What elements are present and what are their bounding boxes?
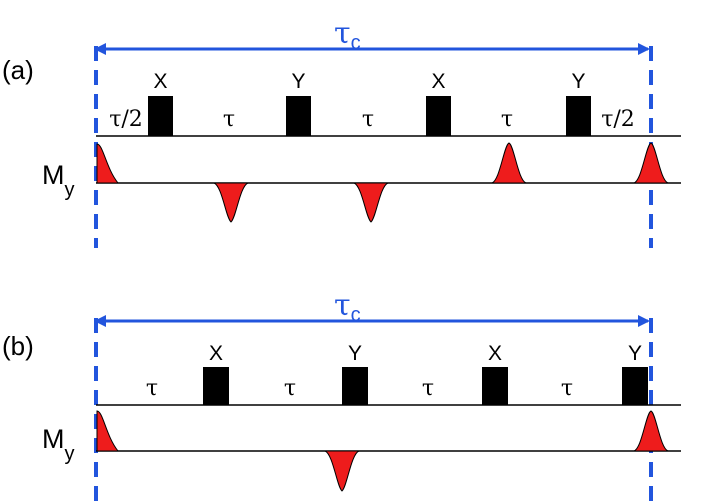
delay-label: τ bbox=[284, 376, 296, 401]
panel-a: (a) τc X Y X Y τ/2 τ τ τ τ/2 My bbox=[2, 16, 681, 248]
period-label-a: τc bbox=[334, 16, 361, 54]
pulse-label: Y bbox=[291, 70, 305, 93]
pulse-label: X bbox=[431, 70, 445, 93]
pulse-block bbox=[426, 96, 451, 136]
period-label-b: τc bbox=[334, 288, 361, 326]
delay-label: τ bbox=[146, 376, 158, 401]
panel-b: (b) τc X Y X Y τ τ τ τ My bbox=[2, 288, 681, 503]
delay-label: τ bbox=[501, 107, 513, 132]
pulse-block bbox=[148, 96, 173, 136]
pulse-label: Y bbox=[628, 342, 642, 365]
delay-label: τ/2 bbox=[601, 107, 635, 132]
echo-peak-up bbox=[491, 142, 527, 184]
pulse-block bbox=[203, 367, 229, 405]
panel-a-label: (a) bbox=[2, 55, 34, 85]
delay-label: τ bbox=[422, 376, 434, 401]
delay-label: τ bbox=[561, 376, 573, 401]
magnetization-label-a: My bbox=[42, 160, 75, 201]
pulse-label: Y bbox=[348, 342, 362, 365]
echo-peak-up bbox=[96, 410, 120, 452]
pulse-label: X bbox=[209, 342, 223, 365]
echo-peak-up bbox=[96, 143, 120, 184]
pulse-block bbox=[286, 96, 311, 136]
pulse-block bbox=[482, 367, 508, 405]
echo-peak-down bbox=[353, 182, 389, 223]
delay-label: τ bbox=[362, 107, 374, 132]
echo-peak-down bbox=[213, 182, 249, 223]
delay-label: τ/2 bbox=[109, 107, 143, 132]
pulse-label: X bbox=[153, 70, 167, 93]
pulse-block bbox=[342, 367, 368, 405]
panel-b-label: (b) bbox=[2, 331, 34, 361]
echo-peak-down bbox=[324, 450, 360, 492]
pulse-block bbox=[622, 367, 648, 405]
echo-peak-up bbox=[633, 142, 669, 184]
magnetization-label-b: My bbox=[42, 424, 75, 465]
pulse-label: Y bbox=[571, 70, 585, 93]
pulse-label: X bbox=[488, 342, 502, 365]
delay-label: τ bbox=[223, 107, 235, 132]
pulse-block bbox=[566, 96, 591, 136]
echo-peak-up bbox=[633, 410, 669, 452]
